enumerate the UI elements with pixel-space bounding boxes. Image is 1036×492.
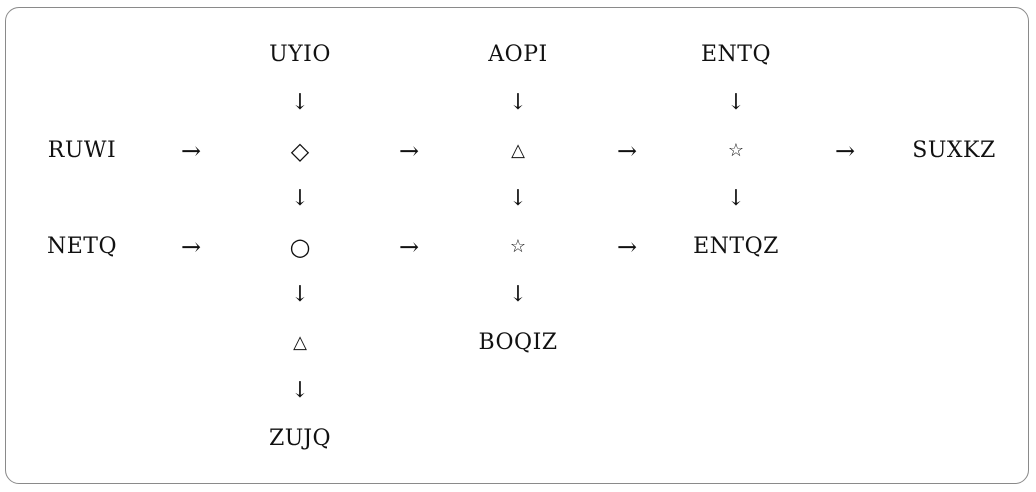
down-arrow-icon: ↓ xyxy=(726,90,746,115)
right-arrow-icon: → xyxy=(616,137,638,165)
node-boqiz: BOQIZ xyxy=(478,330,558,355)
node-suxkz: SUXKZ xyxy=(912,138,996,163)
down-arrow-icon: ↓ xyxy=(290,378,310,403)
node-zujq: ZUJQ xyxy=(268,426,332,451)
node-netq: NETQ xyxy=(46,234,118,259)
down-arrow-icon: ↓ xyxy=(508,282,528,307)
diamond-icon: ◇ xyxy=(290,137,310,165)
node-entqz: ENTQZ xyxy=(693,234,779,259)
down-arrow-icon: ↓ xyxy=(508,90,528,115)
node-ruwi: RUWI xyxy=(47,138,117,163)
right-arrow-icon: → xyxy=(834,137,856,165)
down-arrow-icon: ↓ xyxy=(290,90,310,115)
down-arrow-icon: ↓ xyxy=(290,282,310,307)
star-icon: ☆ xyxy=(727,140,745,161)
triangle-icon: △ xyxy=(293,332,307,353)
down-arrow-icon: ↓ xyxy=(508,186,528,211)
circle-icon: ○ xyxy=(289,233,311,261)
down-arrow-icon: ↓ xyxy=(726,186,746,211)
node-uyio: UYIO xyxy=(269,42,331,67)
right-arrow-icon: → xyxy=(180,233,202,261)
diagram-frame xyxy=(5,7,1029,484)
node-aopi: AOPI xyxy=(488,42,548,67)
right-arrow-icon: → xyxy=(180,137,202,165)
node-entq: ENTQ xyxy=(700,42,772,67)
right-arrow-icon: → xyxy=(398,233,420,261)
down-arrow-icon: ↓ xyxy=(290,186,310,211)
triangle-icon: △ xyxy=(511,140,525,161)
right-arrow-icon: → xyxy=(616,233,638,261)
star-icon: ☆ xyxy=(509,236,527,257)
right-arrow-icon: → xyxy=(398,137,420,165)
